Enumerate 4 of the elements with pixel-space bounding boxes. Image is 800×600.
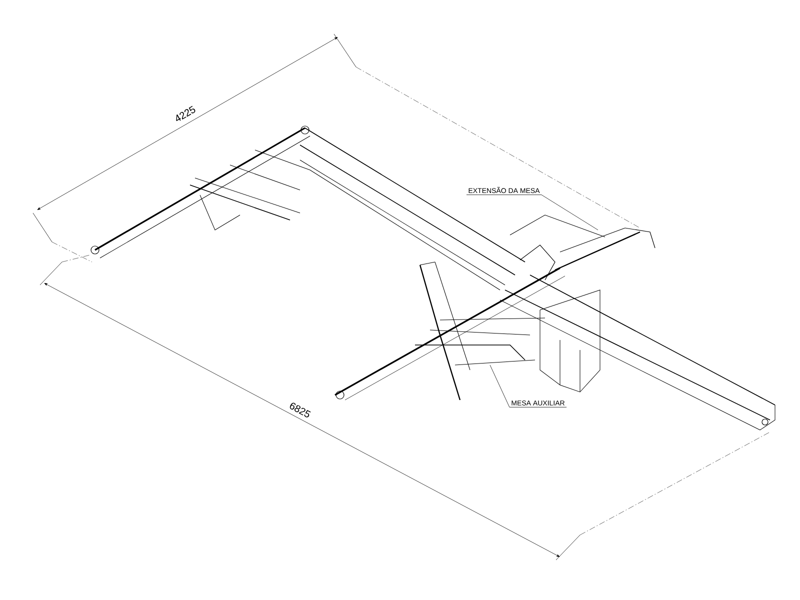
leader-line: [466, 194, 598, 230]
dimension-label: 6825: [290, 402, 311, 418]
dimension-label: 4225: [176, 106, 196, 122]
leader-line: [490, 364, 567, 408]
